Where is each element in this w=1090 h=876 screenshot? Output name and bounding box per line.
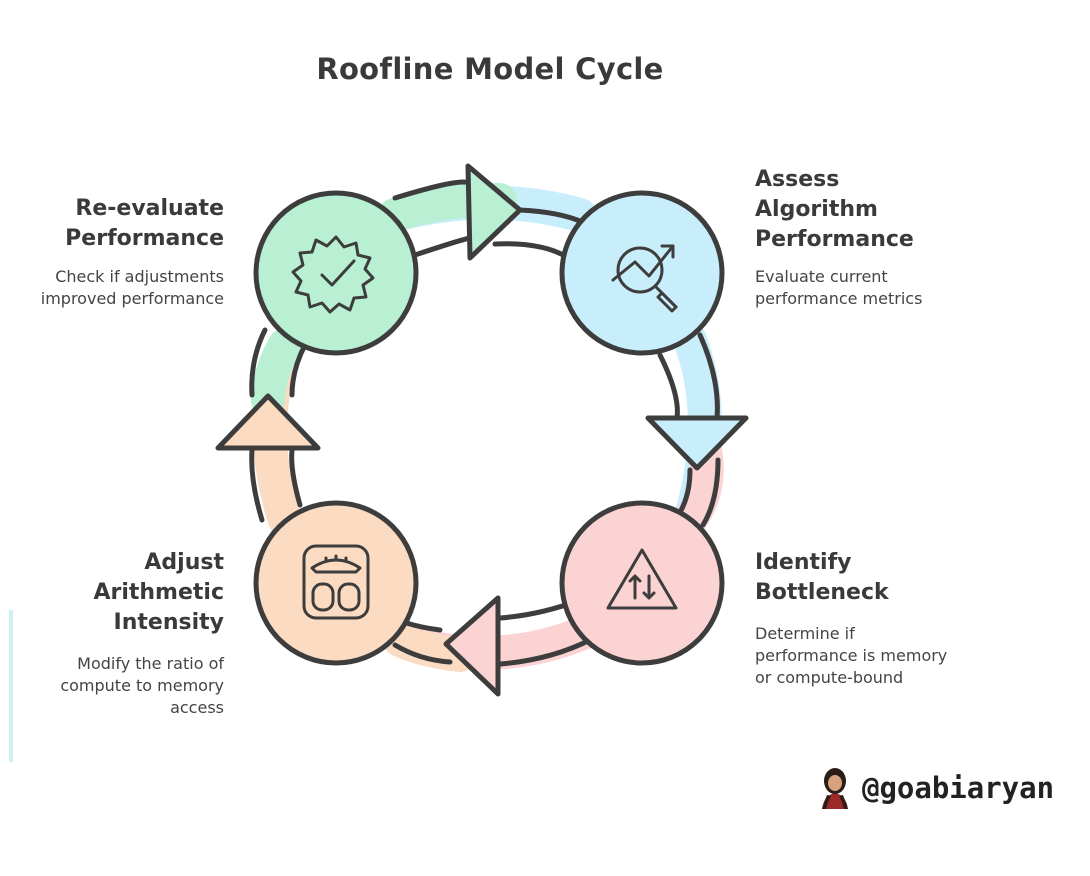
step-heading-reevaluate: Re-evaluate Performance (65, 194, 224, 254)
heading-line: Performance (755, 227, 914, 252)
step-desc-reevaluate: Check if adjustments improved performanc… (41, 266, 224, 310)
desc-line: or compute-bound (755, 668, 904, 687)
step-heading-identify: Identify Bottleneck (755, 548, 889, 608)
heading-line: Bottleneck (755, 580, 889, 605)
desc-line: Check if adjustments (55, 267, 224, 286)
arrow-bottom (443, 595, 501, 697)
desc-line: improved performance (40, 289, 224, 308)
chart-magnifier-icon (611, 244, 678, 313)
arrow-right (645, 415, 749, 471)
desc-line: performance metrics (755, 289, 923, 308)
desc-line: access (170, 698, 224, 717)
avatar-icon (812, 765, 858, 809)
step-heading-adjust: Adjust Arithmetic Intensity (93, 548, 224, 638)
diagram-title: Roofline Model Cycle (316, 52, 664, 86)
circle-assess (559, 190, 725, 356)
circle-reevaluate (253, 190, 419, 356)
heading-line: Identify (755, 550, 852, 575)
heading-line: Adjust (144, 550, 224, 575)
step-desc-adjust: Modify the ratio of compute to memory ac… (60, 653, 224, 719)
author-handle: @goabiaryan (862, 771, 1055, 805)
step-circles (253, 190, 725, 666)
arrowheads (215, 163, 749, 697)
ring-outlines (249, 179, 721, 667)
step-desc-identify: Determine if performance is memory or co… (755, 623, 947, 689)
desc-line: Modify the ratio of (77, 654, 224, 673)
left-edge-bar (9, 610, 13, 762)
arrow-left (215, 393, 321, 451)
scale-icon (302, 544, 370, 620)
arrow-top (465, 163, 523, 261)
heading-line: Performance (65, 226, 224, 251)
desc-line: Evaluate current (755, 267, 888, 286)
step-heading-assess: Assess Algorithm Performance (755, 165, 914, 255)
heading-line: Arithmetic (93, 580, 224, 605)
step-desc-assess: Evaluate current performance metrics (755, 266, 922, 310)
warning-swap-icon (606, 548, 678, 610)
desc-line: Determine if (755, 624, 855, 643)
circle-identify (559, 500, 725, 666)
gear-check-icon (291, 235, 375, 314)
desc-line: compute to memory (60, 676, 224, 695)
desc-line: performance is memory (755, 646, 948, 665)
circle-adjust (253, 500, 419, 666)
heading-line: Intensity (113, 610, 224, 635)
heading-line: Re-evaluate (75, 196, 224, 221)
heading-line: Algorithm (755, 197, 878, 222)
heading-line: Assess (755, 167, 840, 192)
